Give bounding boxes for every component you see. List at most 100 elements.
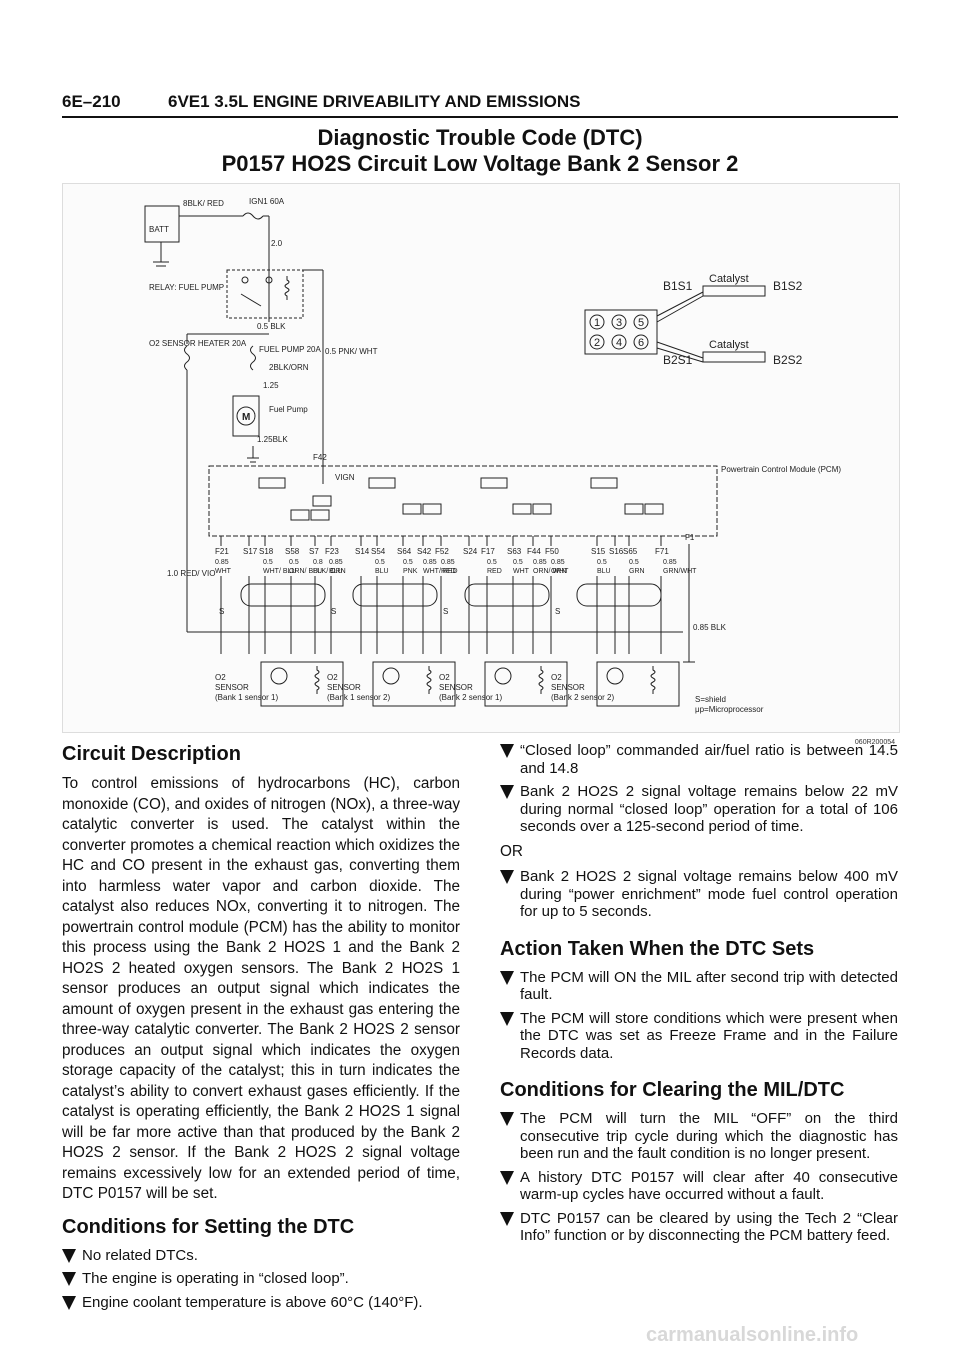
shield-loop bbox=[464, 583, 550, 607]
shield-loop bbox=[352, 583, 438, 607]
wire-05pnk-label: 0.5 PNK/ WHT bbox=[325, 347, 378, 356]
heater-element bbox=[650, 666, 656, 694]
title-line-2: P0157 HO2S Circuit Low Voltage Bank 2 Se… bbox=[221, 151, 739, 176]
list-item: Bank 2 HO2S 2 signal voltage remains bel… bbox=[500, 868, 898, 921]
pin-label: F71 bbox=[655, 547, 669, 556]
wire-2-label: 2.0 bbox=[271, 239, 283, 248]
wire-gauge: 0.5 bbox=[629, 559, 639, 566]
motor-letter: M bbox=[242, 412, 250, 423]
wire-color: ORN/ BLU bbox=[289, 568, 322, 575]
sensor-label: (Bank 1 sensor 1) bbox=[215, 693, 278, 702]
cyl-5: 5 bbox=[638, 317, 644, 329]
b1s2-label: B1S2 bbox=[773, 279, 803, 293]
wire-10-label: 1.0 RED/ VIO bbox=[167, 569, 215, 578]
f42-label: F42 bbox=[313, 453, 327, 462]
catalyst-label-2: Catalyst bbox=[709, 339, 749, 351]
setting-list-alt: Bank 2 HO2S 2 signal voltage remains bel… bbox=[500, 868, 898, 921]
wire-color: GRN/WHT bbox=[663, 568, 697, 575]
sensor-element bbox=[596, 661, 680, 707]
battery-box bbox=[144, 205, 180, 243]
legend-microprocessor: μp=Microprocessor bbox=[695, 705, 764, 714]
wire-color: ORN/ WHT bbox=[533, 568, 569, 575]
wire-gauge: 0.5 bbox=[263, 559, 273, 566]
pcm-box bbox=[208, 465, 718, 537]
pin-label: S24 bbox=[463, 547, 478, 556]
o2-heater-label: O2 SENSOR HEATER 20A bbox=[149, 339, 247, 348]
wire-batt-label: 8BLK/ RED bbox=[183, 199, 224, 208]
wire-color: WHT/ BLU bbox=[263, 568, 296, 575]
sensor-label: SENSOR bbox=[215, 683, 249, 692]
shield-label: S bbox=[443, 607, 448, 616]
list-item: The PCM will turn the MIL “OFF” on the t… bbox=[500, 1110, 898, 1163]
shield-label: S bbox=[219, 607, 224, 616]
wire-gauge: 0.5 bbox=[597, 559, 607, 566]
list-item: DTC P0157 can be cleared by using the Te… bbox=[500, 1210, 898, 1245]
wire-gauge: 0.5 bbox=[289, 559, 299, 566]
wire-color: BLK/ ORN bbox=[313, 568, 346, 575]
wire-color: WHT bbox=[513, 568, 530, 575]
wire-gauge: 0.85 bbox=[663, 559, 677, 566]
wire-gauge: 0.85 bbox=[423, 559, 437, 566]
b1s1-label: B1S1 bbox=[663, 279, 693, 293]
wire-gauge: 0.85 bbox=[441, 559, 455, 566]
wire-gauge: 0.8 bbox=[313, 559, 323, 566]
pin-label: S64 bbox=[397, 547, 412, 556]
list-item: Bank 2 HO2S 2 signal voltage remains bel… bbox=[500, 783, 898, 836]
b2s1-label: B2S1 bbox=[663, 353, 693, 367]
wire-gauge: 0.85 bbox=[533, 559, 547, 566]
cyl-6: 6 bbox=[638, 337, 644, 349]
pin-label: S18 bbox=[259, 547, 274, 556]
list-item: The PCM will store conditions which were… bbox=[500, 1010, 898, 1063]
pin-label: S63 bbox=[507, 547, 522, 556]
action-heading: Action Taken When the DTC Sets bbox=[500, 937, 815, 960]
or-label: OR bbox=[500, 842, 523, 860]
wire-125-label: 1.25 bbox=[263, 381, 279, 390]
pin-lines bbox=[220, 536, 662, 654]
watermark: carmanualsonline.info bbox=[646, 1324, 859, 1346]
pin-label: F52 bbox=[435, 547, 449, 556]
list-item: “Closed loop” commanded air/fuel ratio i… bbox=[500, 742, 898, 777]
sensor-label: O2 bbox=[215, 673, 226, 682]
fuel-pump-label: Fuel Pump bbox=[269, 405, 308, 414]
sensor-label: SENSOR bbox=[439, 683, 473, 692]
cyl-3: 3 bbox=[616, 317, 622, 329]
pin-label: S65 bbox=[623, 547, 638, 556]
wire-gauge: 0.85 bbox=[551, 559, 565, 566]
wire-gauge: 0.5 bbox=[375, 559, 385, 566]
relay-box bbox=[226, 269, 304, 319]
engine-block bbox=[584, 309, 658, 355]
shield-label: S bbox=[555, 607, 560, 616]
pin-label: S54 bbox=[371, 547, 386, 556]
motor-symbol bbox=[236, 406, 256, 426]
wire-gauge: 0.5 bbox=[403, 559, 413, 566]
list-item: The engine is operating in “closed loop”… bbox=[62, 1270, 460, 1288]
fuel-pump-box bbox=[232, 395, 260, 437]
catalyst-bank2 bbox=[702, 351, 766, 363]
page-header: 6E–210 6VE1 3.5L ENGINE DRIVEABILITY AND… bbox=[62, 92, 898, 118]
pin-label: F50 bbox=[545, 547, 559, 556]
relay-label: RELAY: FUEL PUMP bbox=[149, 283, 224, 292]
wire-gauge: 0.5 bbox=[487, 559, 497, 566]
shield-loop bbox=[240, 583, 326, 607]
catalyst-label-1: Catalyst bbox=[709, 273, 749, 285]
figure-id: 060R200054 bbox=[854, 739, 895, 746]
wire-gauge: 0.85 bbox=[215, 559, 229, 566]
pin-label: S42 bbox=[417, 547, 432, 556]
pin-label: F44 bbox=[527, 547, 541, 556]
sensor-cell bbox=[382, 667, 400, 685]
title-line-1: Diagnostic Trouble Code (DTC) bbox=[317, 125, 643, 150]
shield-label: S bbox=[331, 607, 336, 616]
heater-element bbox=[538, 666, 544, 694]
wire-color: BLU bbox=[375, 568, 389, 575]
list-item: Engine coolant temperature is above 60°C… bbox=[62, 1294, 460, 1312]
setting-heading: Conditions for Setting the DTC bbox=[62, 1215, 355, 1238]
right-column: “Closed loop” commanded air/fuel ratio i… bbox=[500, 742, 898, 1251]
wire-125blk-label: 1.25BLK bbox=[257, 435, 288, 444]
action-list: The PCM will ON the MIL after second tri… bbox=[500, 969, 898, 1063]
pin-label: S58 bbox=[285, 547, 300, 556]
circuit-body: To control emissions of hydrocarbons (HC… bbox=[62, 775, 460, 1202]
wiring-diagram: BATT 8BLK/ RED IGN1 60A 2.0 RELAY: FUEL … bbox=[62, 183, 900, 746]
sensor-label: (Bank 1 sensor 2) bbox=[327, 693, 390, 702]
